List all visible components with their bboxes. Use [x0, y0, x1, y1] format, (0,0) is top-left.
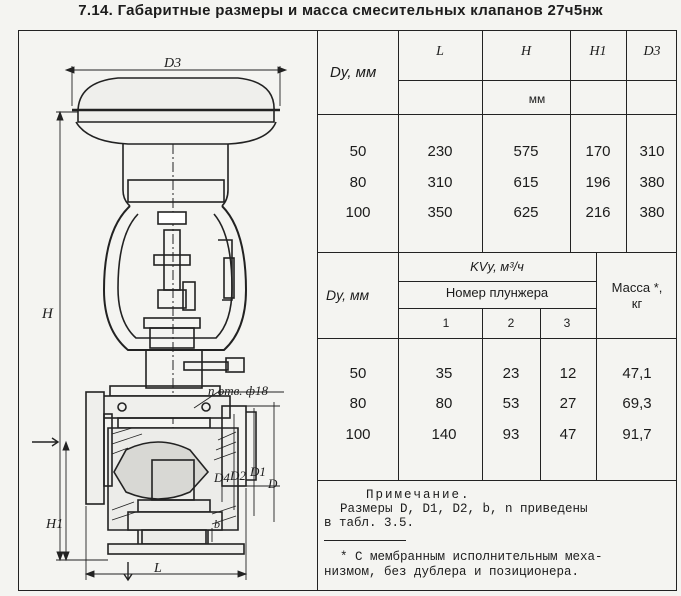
footnote-line-2: низмом, без дублера и позиционера.: [324, 565, 580, 579]
label-h1: H1: [45, 517, 63, 532]
footnote-line-1: * С мембранным исполнительным меха-: [340, 550, 603, 564]
mass-header: Масса *,: [611, 280, 663, 295]
note-line-2: в табл. 3.5.: [324, 516, 415, 530]
kv-header: KVу, м³/ч: [470, 259, 524, 274]
label-holes: n отв. ф18: [208, 383, 269, 398]
top-col-l: L: [436, 44, 444, 59]
label-b: b: [214, 517, 220, 531]
top-unit: мм: [528, 92, 546, 106]
table-title: Габаритные размеры и масса смесительных …: [117, 2, 603, 19]
top-col-h1: H1: [589, 44, 607, 59]
plunger-number: 3: [563, 316, 571, 330]
label-d: D: [267, 476, 278, 491]
top-col-d3: D3: [643, 44, 661, 59]
plunger-number: 2: [507, 316, 515, 330]
label-d4: D4: [213, 470, 230, 485]
plunger-number: 1: [442, 316, 450, 330]
bottom-dy-header: Dу, мм: [326, 287, 370, 303]
valve-drawing: D3 H H1 L n отв. ф18 D4 D2 D1 D b: [32, 56, 288, 582]
label-d1: D1: [249, 464, 266, 479]
note-line-1: Размеры D, D1, D2, b, n приведены: [340, 502, 588, 516]
figure-frame: [18, 30, 677, 591]
label-d3: D3: [163, 56, 181, 71]
label-l: L: [153, 561, 162, 576]
mass-unit: кг: [631, 296, 643, 311]
top-dy-header: Dу, мм: [330, 64, 377, 81]
table-number: 7.14.: [78, 2, 114, 19]
label-d2: D2: [229, 468, 246, 483]
membrane-actuator: [77, 77, 275, 123]
top-col-h: H: [520, 44, 532, 59]
plunger-header: Номер плунжера: [445, 285, 549, 300]
page-title: 7.14. Габаритные размеры и масса смесите…: [0, 2, 681, 19]
label-h: H: [41, 306, 54, 322]
note-heading: Примечание.: [366, 488, 471, 502]
